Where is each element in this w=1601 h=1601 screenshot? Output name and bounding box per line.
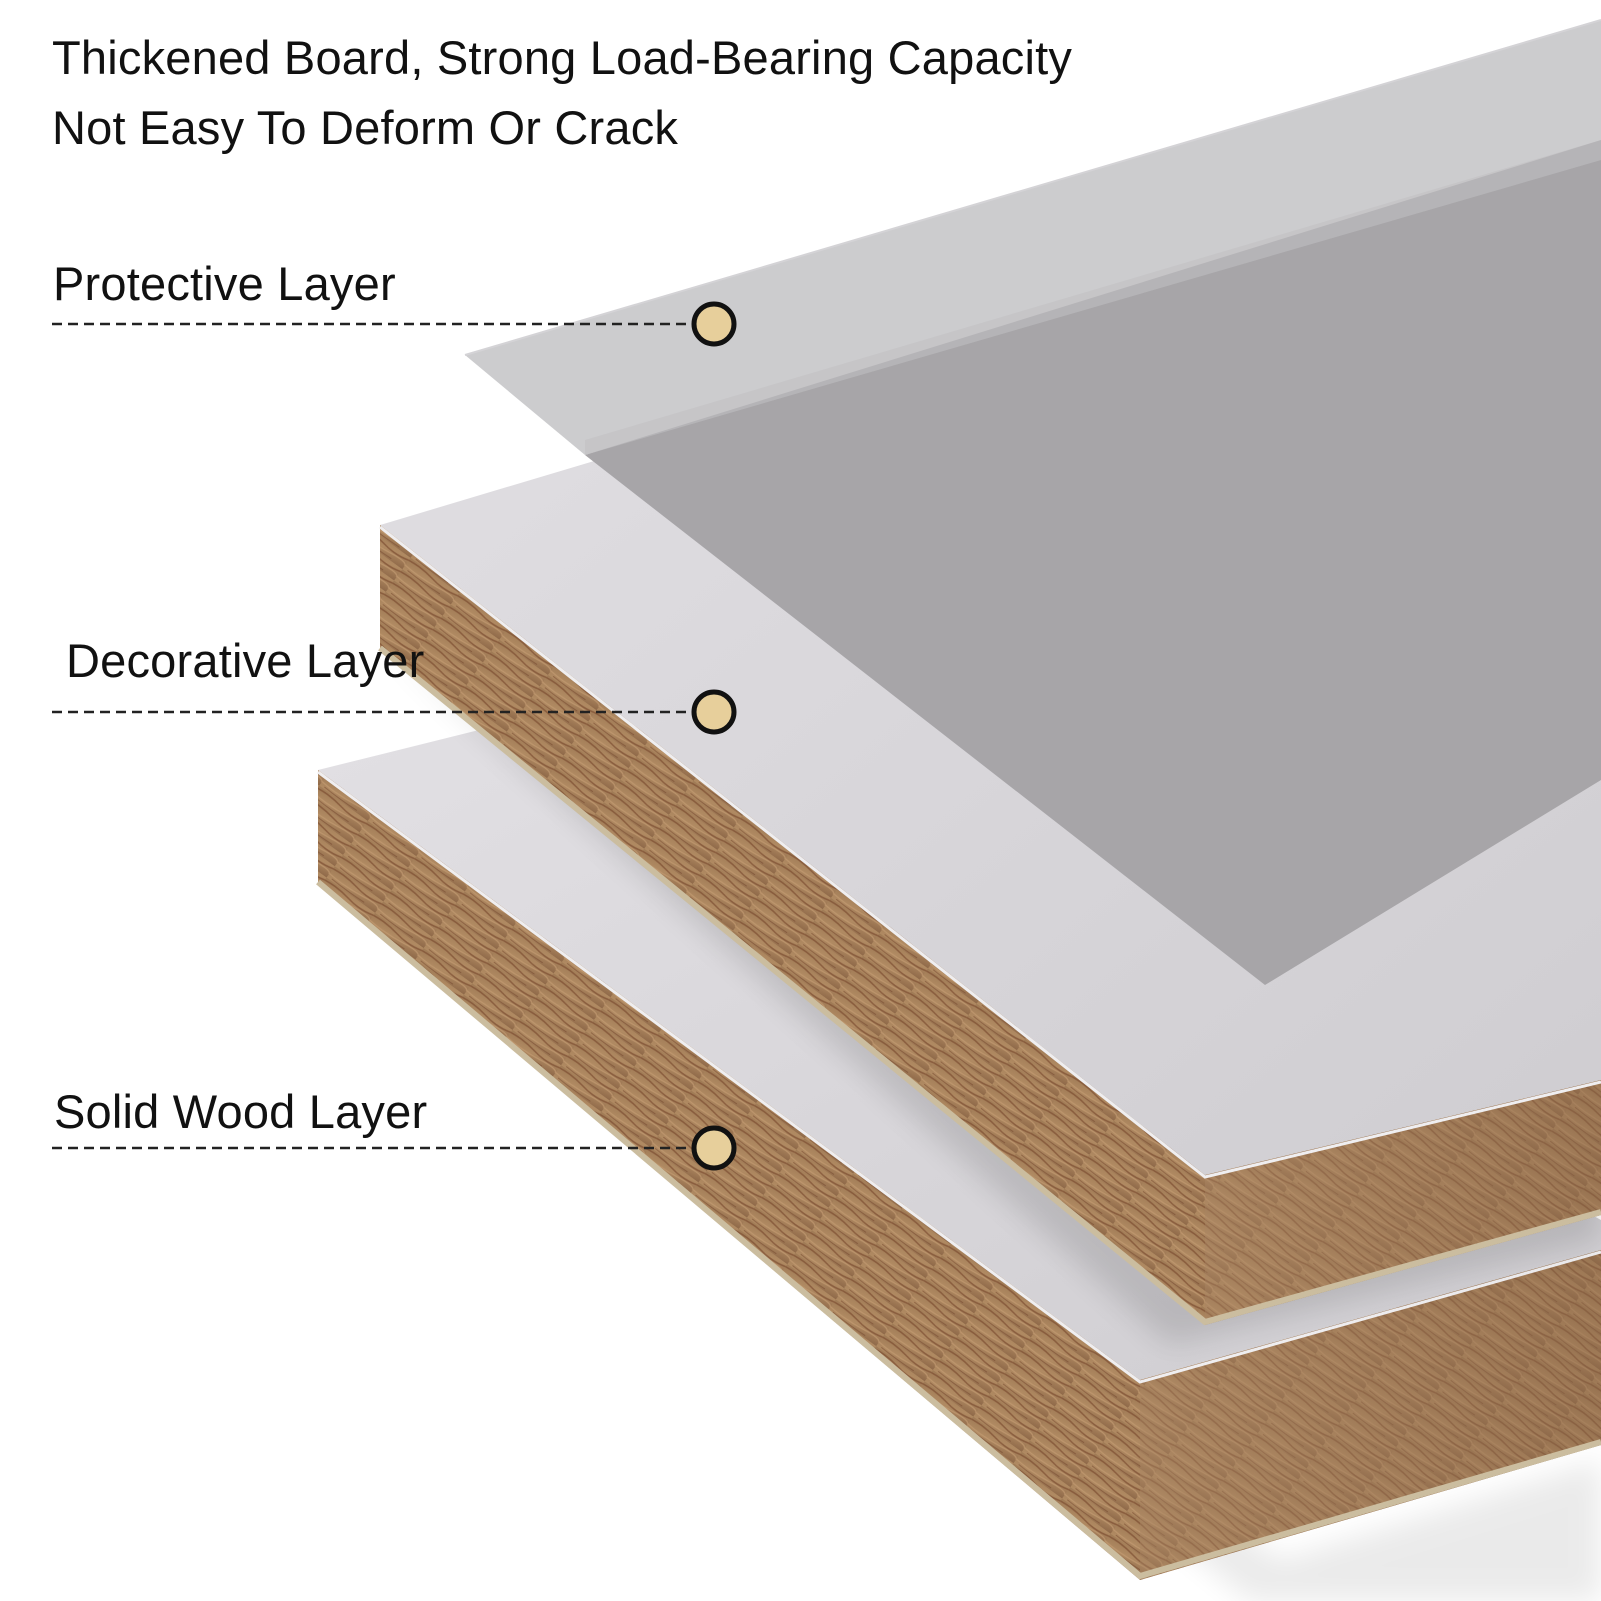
solid-wood-layer-label: Solid Wood Layer [54, 1085, 428, 1138]
protective-sheet [464, 19, 1601, 455]
bottom-board-edge [318, 770, 1140, 1580]
headline-line-1: Thickened Board, Strong Load-Bearing Cap… [52, 31, 1073, 84]
middle-board-edge [380, 525, 1205, 1325]
protective-layer-label: Protective Layer [53, 257, 396, 310]
callout-protective [52, 301, 737, 347]
callout-marker-icon [691, 1125, 737, 1171]
decorative-layer-label: Decorative Layer [66, 634, 425, 687]
middle-board [378, 140, 1601, 1326]
callout-decorative [52, 689, 737, 735]
protective-sheet-overlay [465, 20, 1601, 455]
headline-line-2: Not Easy To Deform Or Crack [52, 101, 679, 154]
callout-marker-icon [691, 301, 737, 347]
callout-wood [52, 1125, 737, 1171]
callout-marker-icon [691, 689, 737, 735]
decorative-inner-panel [585, 140, 1601, 985]
board-shadow [330, 850, 1601, 1601]
